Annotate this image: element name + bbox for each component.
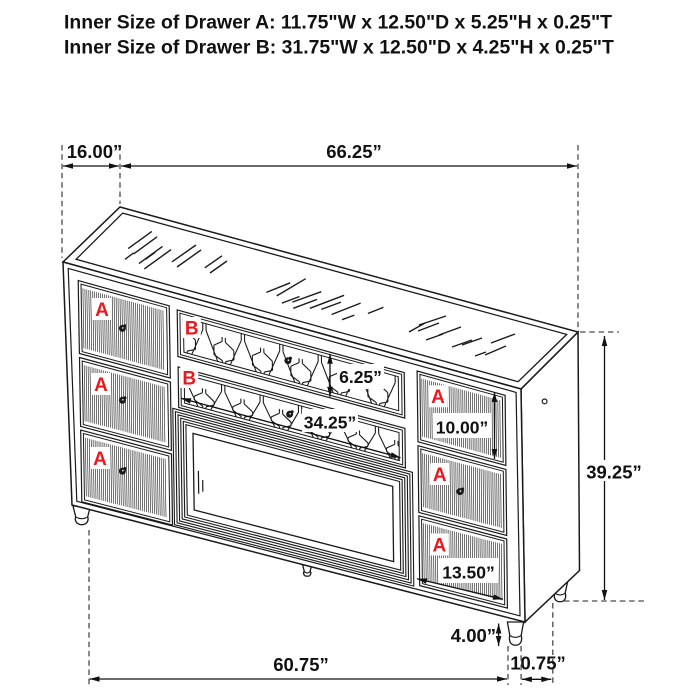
svg-text:60.75”: 60.75” (273, 654, 329, 675)
svg-text:39.25”: 39.25” (586, 461, 642, 482)
svg-text:4.00”: 4.00” (451, 625, 496, 646)
svg-text:A: A (433, 465, 447, 486)
svg-text:16.00”: 16.00” (67, 141, 123, 162)
svg-text:A: A (433, 535, 447, 556)
svg-text:10.75”: 10.75” (510, 652, 566, 673)
svg-text:34.25”: 34.25” (304, 412, 357, 432)
svg-text:Inner Size of Drawer B: 31.75": Inner Size of Drawer B: 31.75"W x 12.50"… (64, 37, 614, 59)
svg-text:Inner Size of Drawer A: 11.75": Inner Size of Drawer A: 11.75"W x 12.50"… (64, 12, 612, 34)
svg-text:66.25”: 66.25” (326, 141, 382, 162)
svg-text:B: B (182, 368, 196, 389)
svg-text:A: A (431, 387, 445, 408)
svg-text:B: B (185, 318, 199, 339)
svg-text:A: A (93, 449, 107, 470)
svg-text:A: A (95, 300, 109, 321)
svg-text:A: A (94, 375, 108, 396)
svg-text:13.50”: 13.50” (442, 563, 495, 583)
svg-text:10.00”: 10.00” (436, 418, 489, 438)
svg-text:6.25”: 6.25” (339, 367, 382, 387)
